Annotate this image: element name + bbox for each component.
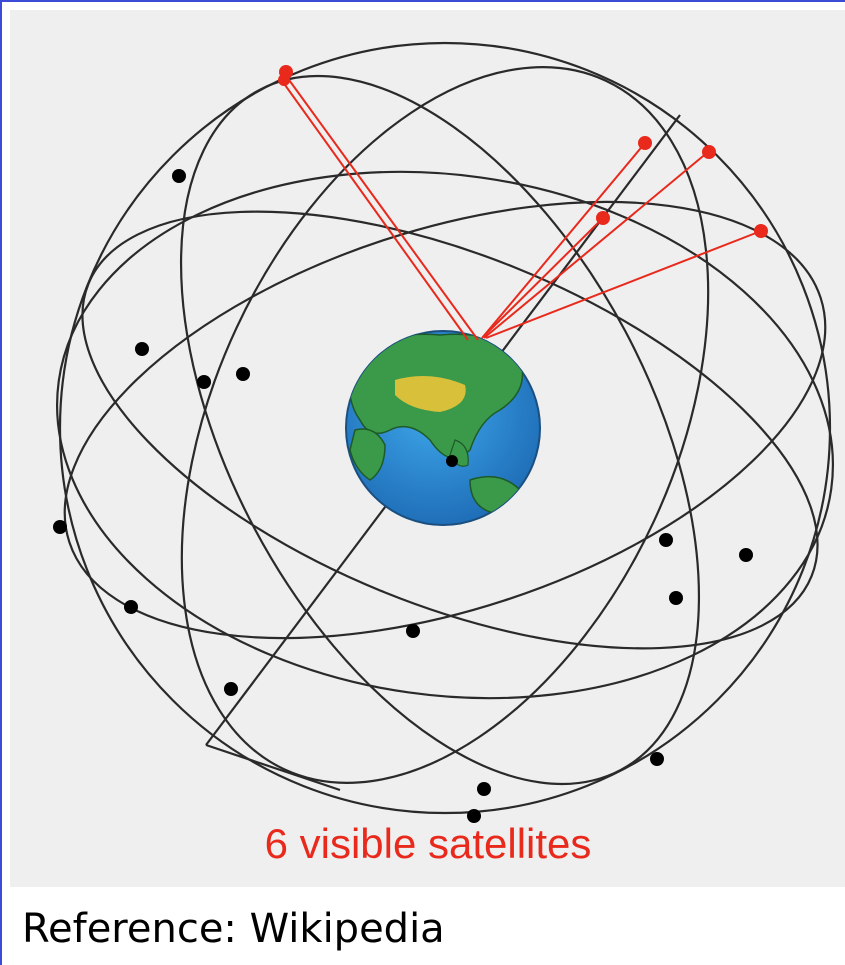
- visible-satellite: [596, 211, 610, 225]
- satellite: [477, 782, 491, 796]
- orbit-edge-line: [205, 743, 341, 792]
- satellite: [669, 591, 683, 605]
- reference-caption: Reference: Wikipedia: [22, 906, 445, 952]
- visible-satellite: [278, 74, 290, 86]
- satellite: [124, 600, 138, 614]
- visible-satellite: [702, 145, 716, 159]
- satellite: [446, 455, 458, 467]
- satellite: [467, 809, 481, 823]
- visible-satellite: [638, 136, 652, 150]
- orbit-ring: [63, 200, 827, 640]
- signal-line: [283, 72, 479, 341]
- visible-satellite: [754, 224, 768, 238]
- satellite: [197, 375, 211, 389]
- signal-line: [481, 142, 646, 339]
- satellite: [135, 342, 149, 356]
- signal-lines: [279, 72, 762, 341]
- satellite: [224, 682, 238, 696]
- gps-constellation-diagram: 6 visible satellites: [53, 41, 834, 867]
- satellite: [650, 752, 664, 766]
- visible-satellites: [278, 65, 768, 238]
- orbit-ring: [56, 170, 834, 700]
- earth-globe: [345, 330, 541, 526]
- satellite: [236, 367, 250, 381]
- satellite: [659, 533, 673, 547]
- satellite: [172, 169, 186, 183]
- signal-line: [279, 77, 469, 341]
- other-satellites: [53, 169, 753, 823]
- satellite: [406, 624, 420, 638]
- satellite: [739, 548, 753, 562]
- signal-line: [483, 217, 604, 337]
- signal-line: [485, 230, 762, 339]
- satellite: [53, 520, 67, 534]
- orbit-ring: [81, 210, 819, 650]
- figure-label: 6 visible satellites: [265, 820, 592, 867]
- orbit-ring: [179, 74, 701, 786]
- orbit-ring: [180, 66, 710, 784]
- signal-line: [483, 151, 709, 339]
